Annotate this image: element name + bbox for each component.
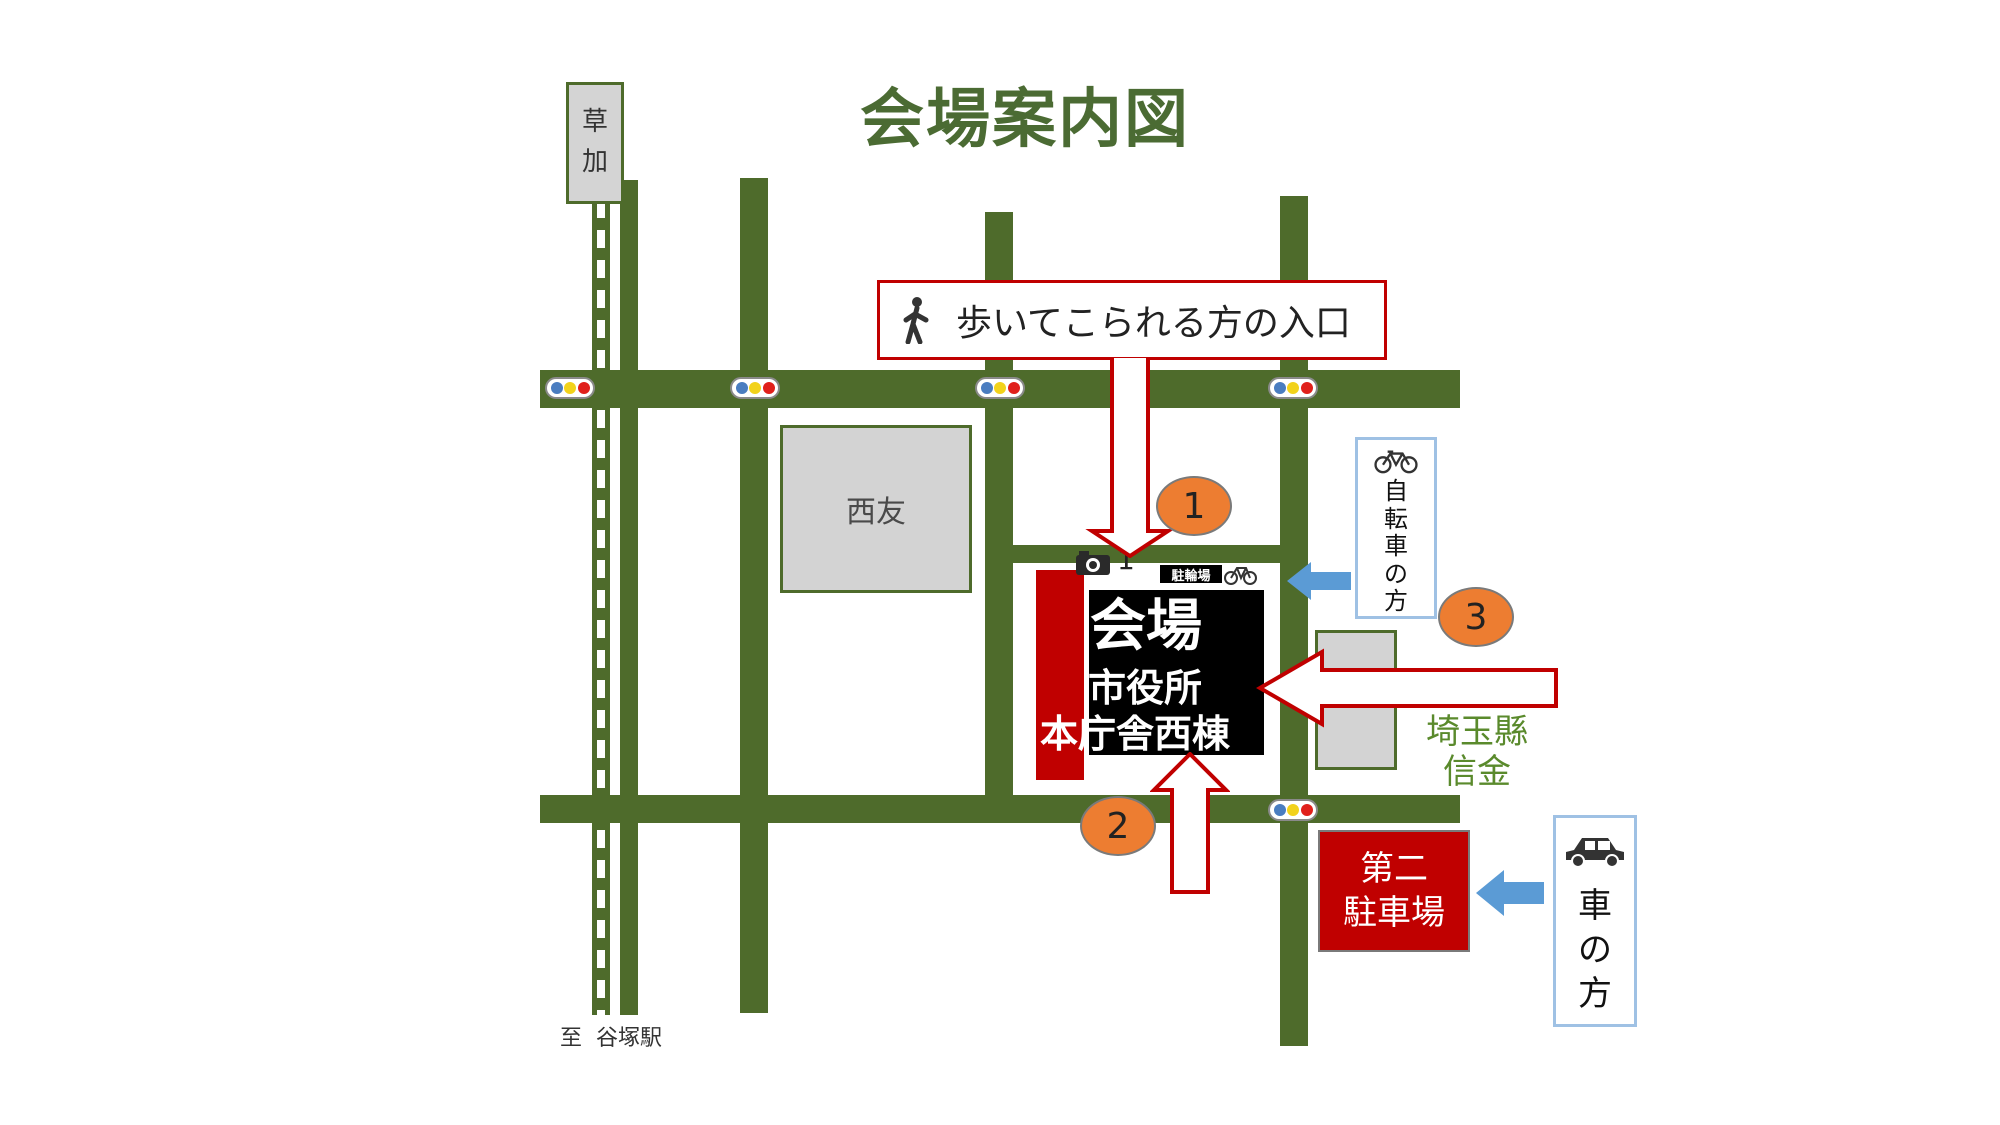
station-char-1: 草: [581, 107, 608, 138]
second-parking-lot: 第二 駐車場: [1318, 830, 1470, 952]
map-title: 会場案内図: [860, 83, 1190, 157]
station-char-2: 加: [581, 147, 608, 177]
bicycle-direction-arrow: [1287, 562, 1351, 600]
car-sign-char-2: の: [1578, 930, 1612, 970]
entrance-2-arrow: [1150, 752, 1230, 894]
entrance-marker-2: 2: [1080, 796, 1156, 856]
car-direction-sign: 車 の 方: [1553, 815, 1637, 1027]
traffic-signal-icon: [975, 377, 1025, 399]
second-parking-line2: 駐車場: [1343, 893, 1445, 933]
walking-person-icon: [903, 297, 929, 344]
bicycle-sign-char-4: の: [1384, 559, 1408, 588]
saiyu-building: 西友: [780, 425, 972, 593]
traffic-signal-icon: [1268, 377, 1318, 399]
shinkin-label: 埼玉縣 信金: [1402, 712, 1552, 792]
car-icon: [1566, 838, 1624, 868]
car-sign-char-1: 車: [1578, 886, 1612, 926]
bicycle-parking-label-box: 駐輪場: [1160, 565, 1222, 584]
entrance-marker-1: 1: [1156, 476, 1232, 536]
second-parking-line1: 第二: [1360, 849, 1428, 889]
venue-label-building: 本庁舎西棟: [1040, 712, 1231, 756]
road-far-left: [620, 180, 638, 1015]
camera-icon: [1076, 551, 1110, 575]
shinkin-label-line2: 信金: [1443, 752, 1511, 792]
venue-west-strip: [1036, 570, 1084, 780]
venue-building: [1089, 590, 1264, 755]
car-direction-arrow: [1476, 870, 1544, 916]
entrance-3-arrow: [1256, 648, 1558, 728]
station-sign: 草 加: [566, 82, 624, 204]
bicycle-direction-sign: 自 転 車 の 方: [1355, 437, 1437, 619]
railway-ties: [597, 200, 605, 1015]
walking-entrance-label: 歩いてこられる方の入口: [956, 303, 1351, 344]
bicycle-sign-char-2: 転: [1384, 504, 1408, 533]
venue-label-main: 会場: [1090, 594, 1202, 659]
entrance-marker-3: 3: [1438, 587, 1514, 647]
saiyu-label: 西友: [846, 495, 906, 530]
bicycle-sign-char-3: 車: [1384, 532, 1408, 561]
walking-entrance-callout: 歩いてこられる方の入口: [877, 280, 1387, 360]
car-sign-char-3: 方: [1578, 974, 1612, 1014]
bicycle-sign-char-1: 自: [1384, 477, 1408, 506]
bicycle-icon: [1374, 450, 1418, 474]
traffic-signal-icon: [730, 377, 780, 399]
to-station-label: 至 谷塚駅: [560, 1026, 662, 1051]
traffic-signal-icon: [1268, 799, 1318, 821]
shinkin-label-line1: 埼玉縣: [1426, 712, 1528, 752]
bicycle-icon: [1224, 567, 1257, 585]
bicycle-parking-label: 駐輪場: [1171, 568, 1211, 584]
venue-label-cityhall: 市役所: [1088, 666, 1203, 710]
walking-entrance-arrow: [1085, 358, 1175, 558]
road-vertical-2: [740, 178, 768, 1013]
traffic-signal-icon: [545, 377, 595, 399]
bicycle-sign-char-5: 方: [1384, 587, 1408, 616]
